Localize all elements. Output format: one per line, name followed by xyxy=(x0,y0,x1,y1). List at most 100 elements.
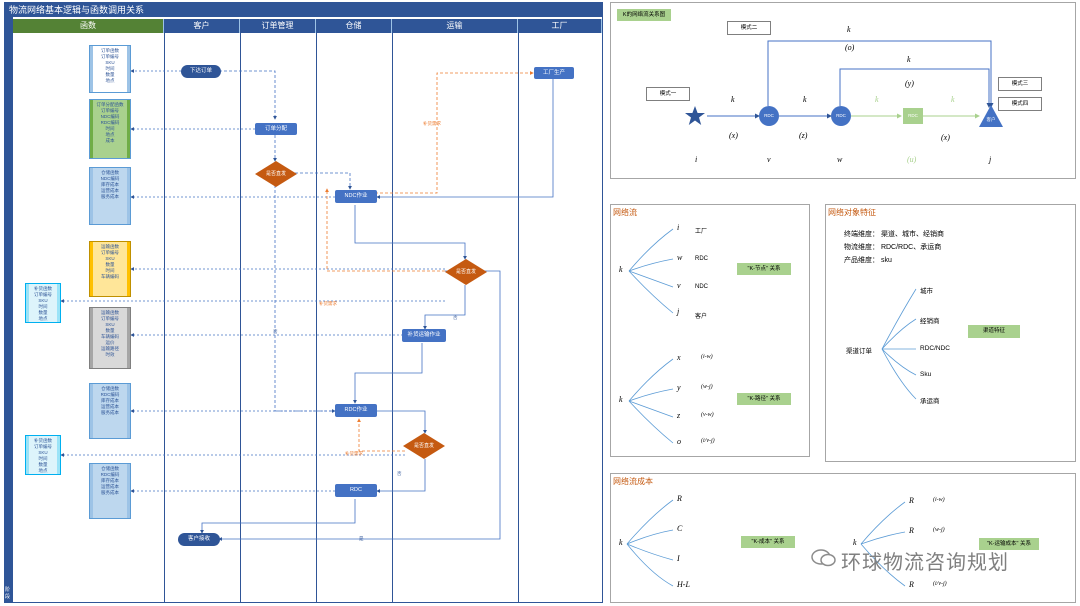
cost-path-label: (i/v-j) xyxy=(933,581,947,587)
feature-line: 物流维度： RDC/RDC、承运商 xyxy=(844,244,942,251)
lane-warehouse: 仓储 xyxy=(316,19,392,33)
panel-title: 网络流成本 xyxy=(613,477,653,486)
stage-sidebar: 阶段 xyxy=(5,17,13,602)
edge-label: 补货需求 xyxy=(345,451,363,456)
features-tree xyxy=(881,288,917,400)
path-label: (z) xyxy=(799,131,808,140)
path-symbol: y xyxy=(677,383,681,392)
features-panel: 网络对象特征 终端维度： 渠道、城市、经销商 物流维度： RDC/RDC、承运商… xyxy=(825,204,1076,462)
cost-panel: 网络流成本 k R C I H-L "K-成本" 关系 k R (i-w) R … xyxy=(610,473,1076,603)
node-u: RDC xyxy=(903,108,923,124)
process-rdc: RDC xyxy=(335,484,377,497)
feature-line: 终端维度： 渠道、城市、经销商 xyxy=(844,231,944,238)
path-label: (i-w) xyxy=(701,354,713,360)
lane-divider xyxy=(518,33,519,603)
process-factory-production: 工厂生产 xyxy=(534,67,574,79)
lane-divider xyxy=(316,33,317,603)
stage-label: 阶段 xyxy=(5,587,11,600)
letter-j: j xyxy=(989,155,992,164)
k-network-panel: K的网络流关系图 模式二 模式一 模式三 模式四 RDC RDC RDC 客户 … xyxy=(610,2,1076,179)
node-symbol: w xyxy=(677,253,683,262)
cost-symbol: R xyxy=(909,580,914,589)
relation-tag: "K-节点" 关系 xyxy=(737,263,791,275)
lane-transport: 运输 xyxy=(392,19,518,33)
path-symbol: x xyxy=(677,353,681,362)
edge-label: 否 xyxy=(453,315,458,320)
wechat-icon xyxy=(811,548,837,568)
edge-label: 否 xyxy=(273,329,278,334)
tree-branch: Sku xyxy=(920,371,932,378)
network-flow-panel: 网络流 k i 工厂 w RDC v NDC j 客户 "K-节点" 关系 k … xyxy=(610,204,810,457)
node-label: 工厂 xyxy=(695,229,708,235)
cost-tree xyxy=(626,499,906,587)
cost-symbol: R xyxy=(909,526,914,535)
k-label: k xyxy=(803,95,807,104)
tree-branch: 经销商 xyxy=(920,318,940,325)
process-order-allocation: 订单分配 xyxy=(255,123,297,135)
tree-branch: 城市 xyxy=(920,288,933,295)
decision-direct-ship-3: 是否直发 xyxy=(403,433,445,459)
decision-direct-ship-1: 是否直发 xyxy=(255,161,297,187)
path-label: (i/v-j) xyxy=(701,438,715,444)
lane-order-mgmt: 订单管理 xyxy=(240,19,316,33)
relation-tag: "K-成本" 关系 xyxy=(741,536,795,548)
mode-four-label: 模式四 xyxy=(998,97,1042,111)
node-w: RDC xyxy=(831,106,851,126)
cost-path-label: (w-j) xyxy=(933,527,945,533)
edge-label: 否 xyxy=(397,471,402,476)
cost-symbol: H-L xyxy=(677,580,690,589)
panel-title: 网络对象特征 xyxy=(828,208,876,217)
relation-tag: "K-运输成本" 关系 xyxy=(979,538,1039,550)
process-transport-operation: 补货运输作业 xyxy=(402,329,446,342)
path-label: (x) xyxy=(941,133,950,142)
edge-label: 补货需求 xyxy=(423,121,441,126)
letter-u: (u) xyxy=(907,155,917,164)
relation-tag: 渠道特征 xyxy=(968,325,1020,338)
edge-label: 补货需求 xyxy=(319,301,337,306)
node-label: NDC xyxy=(695,284,708,290)
network-flow-tree xyxy=(628,228,674,444)
watermark-text: 环球物流咨询规划 xyxy=(841,552,1009,574)
mode-three-label: 模式三 xyxy=(998,77,1042,91)
star-icon xyxy=(685,106,705,126)
edge-label: 是 xyxy=(359,536,364,541)
path-label: (y) xyxy=(905,79,914,88)
k-label: k xyxy=(619,538,623,547)
swimlane-diagram: 物流网络基本逻辑与函数调用关系 阶段 函数 客户 订单管理 仓储 运输 工厂 xyxy=(4,2,603,603)
process-rdc-operation: RDC作业 xyxy=(335,404,377,417)
tree-branch: RDC/NDC xyxy=(920,345,950,352)
process-place-order: 下达订单 xyxy=(181,65,221,78)
mode-two-label: 模式二 xyxy=(727,21,771,35)
node-symbol: i xyxy=(677,223,680,232)
lane-functions: 函数 xyxy=(13,19,164,33)
k-label: k xyxy=(731,95,735,104)
node-symbol: v xyxy=(677,281,681,290)
k-label: k xyxy=(875,95,879,104)
path-label: (v-w) xyxy=(701,412,714,418)
lane-divider xyxy=(164,33,165,603)
node-v: RDC xyxy=(759,106,779,126)
k-network-edges xyxy=(707,40,994,119)
relation-tag: "K-路径" 关系 xyxy=(737,393,791,405)
letter-w: w xyxy=(837,155,843,164)
k-label: k xyxy=(907,55,911,64)
panel-title: K的网络流关系图 xyxy=(617,9,671,21)
decision-direct-ship-2: 是否直发 xyxy=(445,259,487,285)
path-label: (w-j) xyxy=(701,384,713,390)
path-label: (o) xyxy=(845,43,855,52)
watermark: 环球物流咨询规划 xyxy=(811,546,1051,574)
lane-customer: 客户 xyxy=(164,19,240,33)
lane-divider xyxy=(392,33,393,603)
tree-root: 渠道订单 xyxy=(846,348,872,355)
cost-symbol: C xyxy=(677,524,683,533)
node-symbol: j xyxy=(677,307,680,316)
